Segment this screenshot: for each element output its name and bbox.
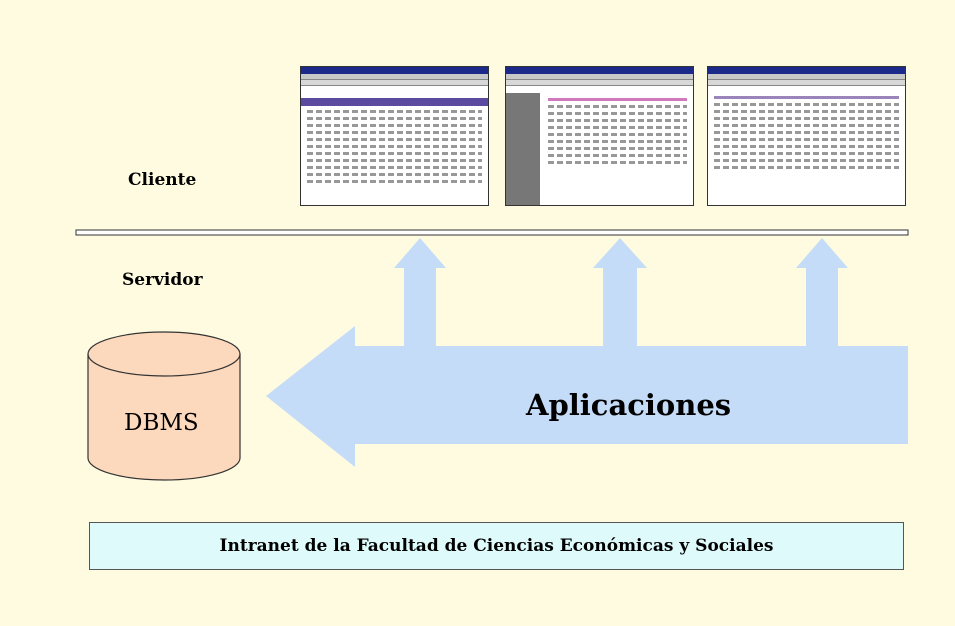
client-screenshot-2 xyxy=(505,66,694,206)
client-screenshot-3 xyxy=(707,66,906,206)
dbms-label: DBMS xyxy=(124,410,199,436)
server-label: Servidor xyxy=(122,270,203,290)
up-arrow-1 xyxy=(394,238,446,346)
dbms-cylinder xyxy=(87,331,241,481)
applications-label: Aplicaciones xyxy=(526,388,732,422)
client-screenshot-1 xyxy=(300,66,489,206)
intranet-footer-label: Intranet de la Facultad de Ciencias Econ… xyxy=(219,536,774,556)
up-arrow-3 xyxy=(796,238,848,346)
up-arrow-2 xyxy=(593,238,647,346)
intranet-footer-box: Intranet de la Facultad de Ciencias Econ… xyxy=(89,522,904,570)
client-label: Cliente xyxy=(128,170,197,190)
client-server-separator xyxy=(75,229,909,236)
applications-arrow xyxy=(266,326,908,467)
